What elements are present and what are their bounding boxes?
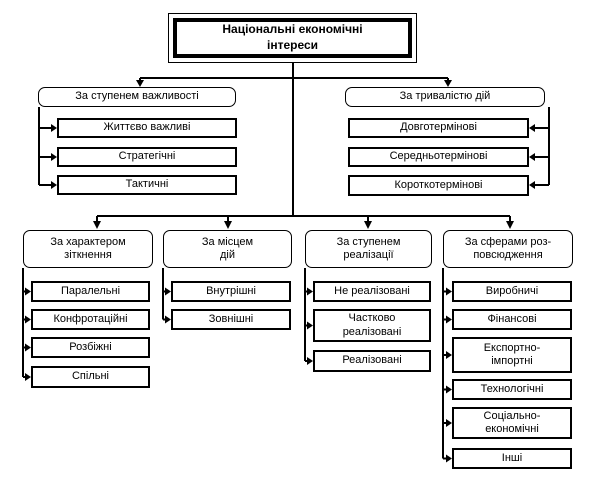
leaf-collision-parallel: Паралельні — [31, 281, 150, 302]
leaf-realization-not: Не реалізовані — [313, 281, 431, 302]
tree-lines — [22, 63, 550, 460]
leaf-importance-vital: Життєво важливі — [57, 118, 237, 138]
leaf-importance-strategic: Стратегічні — [57, 147, 237, 167]
leaf-duration-short: Короткотермінові — [348, 175, 529, 196]
leaf-spheres-financial: Фінансові — [452, 309, 572, 330]
branch-duration: За тривалістю дій — [345, 87, 545, 107]
leaf-place-internal: Внутрішні — [171, 281, 291, 302]
node-root: Національні економічні інтереси — [168, 13, 417, 63]
branch-realization: За ступенем реалізації — [305, 230, 432, 268]
leaf-spheres-technological: Технологічні — [452, 379, 572, 400]
leaf-collision-divergent: Розбіжні — [31, 337, 150, 358]
leaf-spheres-socio-economic: Соціально- економічні — [452, 407, 572, 439]
leaf-realization-partial: Частково реалізовані — [313, 309, 431, 342]
arrowheads — [25, 80, 535, 463]
leaf-collision-confrontational: Конфротаційні — [31, 309, 150, 330]
branch-importance: За ступенем важливості — [38, 87, 236, 107]
branch-place: За місцем дій — [163, 230, 292, 268]
leaf-collision-common: Спільні — [31, 366, 150, 388]
branch-collision: За характером зіткнення — [23, 230, 153, 268]
leaf-spheres-other: Інші — [452, 448, 572, 469]
leaf-importance-tactical: Тактичні — [57, 175, 237, 195]
leaf-spheres-production: Виробничі — [452, 281, 572, 302]
leaf-place-external: Зовнішні — [171, 309, 291, 330]
branch-spheres: За сферами роз- повсюдження — [443, 230, 573, 268]
leaf-duration-medium: Середньотермінові — [348, 147, 529, 167]
node-root-label: Національні економічні інтереси — [173, 18, 412, 58]
leaf-spheres-export-import: Експортно- імпортні — [452, 337, 572, 373]
leaf-duration-long: Довготермінові — [348, 118, 529, 138]
leaf-realization-realized: Реалізовані — [313, 350, 431, 372]
